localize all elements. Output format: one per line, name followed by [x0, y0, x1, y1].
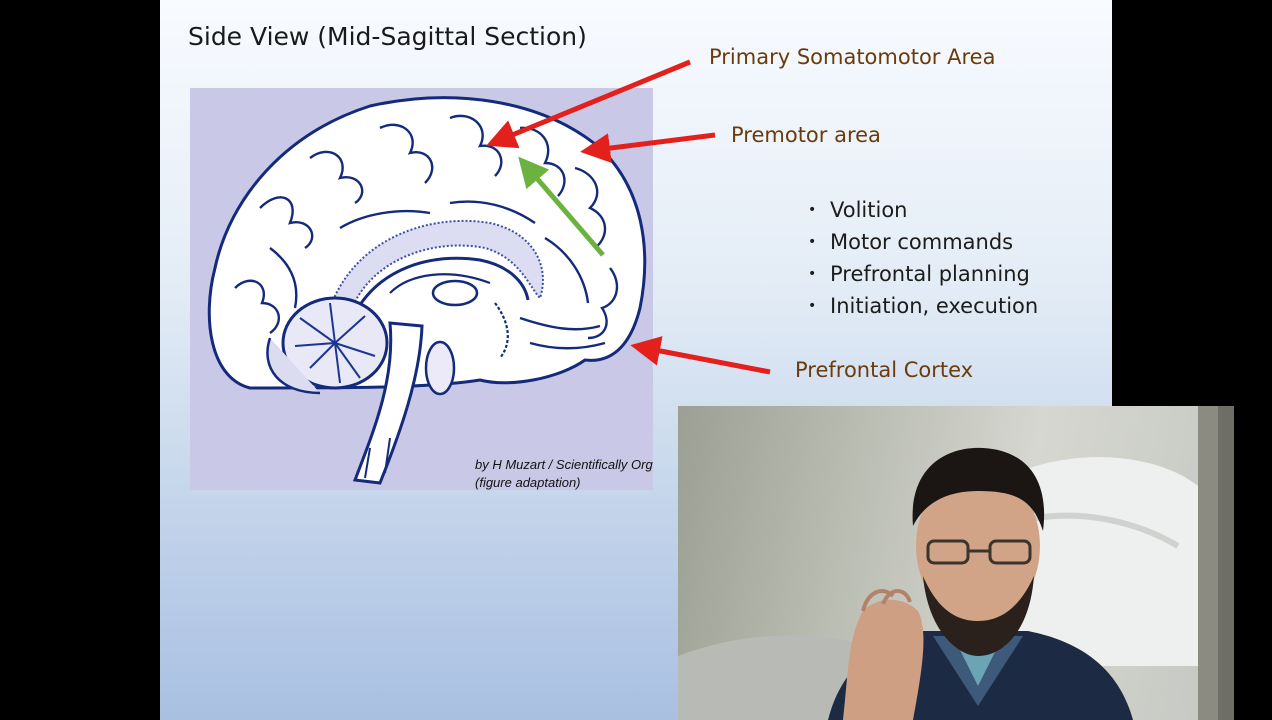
- label-prefrontal-cortex: Prefrontal Cortex: [795, 358, 974, 382]
- bullet-icon: •: [808, 266, 817, 282]
- credit-line-1: by H Muzart / Scientifically Org: [475, 457, 653, 472]
- brain-mid-sagittal-figure: [190, 88, 653, 490]
- arrow-prefrontal: [630, 336, 771, 375]
- presenter-video: [678, 406, 1234, 720]
- bullet-item: •Prefrontal planning: [806, 258, 1038, 290]
- slide-title: Side View (Mid-Sagittal Section): [188, 22, 587, 51]
- thalamus: [431, 279, 479, 307]
- credit-line-2: (figure adaptation): [475, 475, 581, 490]
- pons: [424, 340, 456, 396]
- label-primary-somatomotor-area: Primary Somatomotor Area: [709, 45, 996, 69]
- corpus-callosum: [328, 219, 544, 315]
- figure-credit: by H Muzart / Scientifically Org (figure…: [475, 456, 653, 492]
- bullet-item: •Motor commands: [806, 226, 1038, 258]
- bullet-icon: •: [808, 298, 817, 314]
- bullet-item: •Volition: [806, 194, 1038, 226]
- presentation-slide: Side View (Mid-Sagittal Section): [160, 0, 1112, 720]
- cerebellum-arbor: [294, 302, 376, 384]
- brain-illustration: [207, 96, 647, 485]
- webcam-overlay: [678, 406, 1234, 720]
- bullet-icon: •: [808, 234, 817, 250]
- brainstem: [352, 321, 424, 485]
- bullet-item: •Initiation, execution: [806, 290, 1038, 322]
- bullet-list: •Volition •Motor commands •Prefrontal pl…: [806, 194, 1038, 322]
- bullet-icon: •: [808, 202, 817, 218]
- label-premotor-area: Premotor area: [731, 123, 881, 147]
